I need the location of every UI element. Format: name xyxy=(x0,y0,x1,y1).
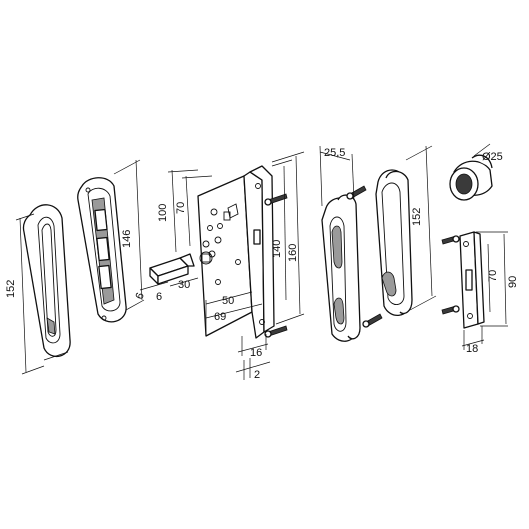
strike-plate xyxy=(441,231,485,329)
dims-strike: 70 90 18 xyxy=(461,231,519,355)
dim-152-left: 152 xyxy=(5,213,69,375)
dim-label-70-strike: 70 xyxy=(487,270,499,282)
oval-pull-plate-right xyxy=(375,169,413,316)
dim-label-25-5: 25,5 xyxy=(324,147,345,159)
dim-label-100: 100 xyxy=(157,204,169,222)
dim-label-90: 90 xyxy=(507,276,519,288)
dim-label-50: 50 xyxy=(222,295,234,307)
dim-25-5: 25,5 xyxy=(319,145,355,207)
dim-label-140: 140 xyxy=(271,240,283,258)
flush-pull-side-view xyxy=(321,185,383,342)
dim-label-2: 2 xyxy=(254,369,260,381)
dim-label-69: 69 xyxy=(214,311,226,323)
oval-flush-pull-plate-left xyxy=(22,204,71,358)
dim-152-right: 152 xyxy=(405,145,437,311)
dim-label-152-left: 152 xyxy=(5,280,17,298)
dim-label-70-lock: 70 xyxy=(175,202,187,214)
escutcheon-ring xyxy=(449,154,493,201)
flush-pull-cassette xyxy=(77,177,127,323)
dim-146: 146 xyxy=(113,159,145,311)
mortise-lock-body xyxy=(149,165,288,339)
dim-label-160: 160 xyxy=(287,244,299,262)
dim-label-6a: 6 xyxy=(134,291,147,301)
dim-phi25: Ø25 xyxy=(473,143,503,163)
dims-lock: 100 70 140 160 50 69 30 6 6 16 xyxy=(134,151,305,381)
dim-label-18: 18 xyxy=(466,343,478,355)
dim-label-16: 16 xyxy=(250,347,262,359)
dim-label-30: 30 xyxy=(178,279,190,291)
dim-label-6b: 6 xyxy=(156,291,162,303)
dim-label-146: 146 xyxy=(121,230,133,248)
dim-label-phi25: Ø25 xyxy=(482,151,503,163)
dim-label-152-right: 152 xyxy=(411,208,423,226)
